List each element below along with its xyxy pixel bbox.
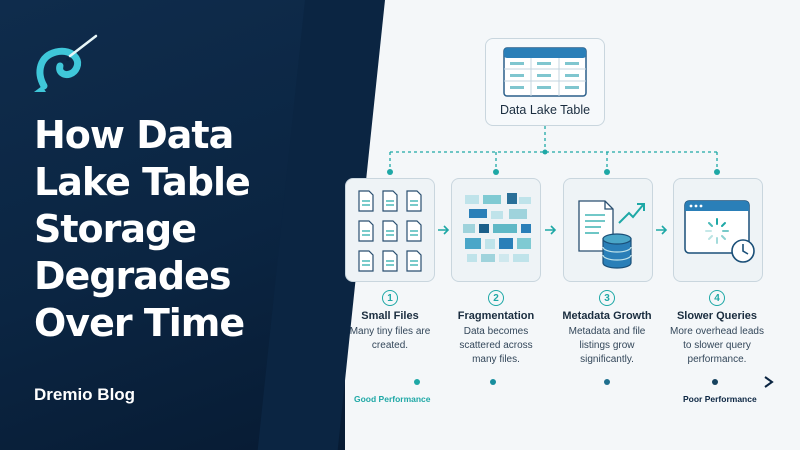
stage-desc-4: More overhead leads to slower query perf… bbox=[670, 326, 764, 365]
connector-lines bbox=[347, 126, 774, 388]
stage-number-2: 2 bbox=[488, 290, 504, 306]
stage-title-2: Fragmentation bbox=[457, 310, 535, 322]
slow-browser-icon bbox=[684, 200, 755, 263]
data-lake-table-card: Data Lake Table bbox=[485, 38, 605, 126]
stage-title-1: Small Files bbox=[361, 310, 419, 322]
poor-performance-label: Poor Performance bbox=[683, 394, 757, 404]
brand-label: Dremio Blog bbox=[34, 385, 136, 404]
stage-desc-3: Metadata and file listings grow signific… bbox=[568, 326, 646, 365]
stage-card-small-files bbox=[345, 178, 435, 282]
good-performance-label: Good Performance bbox=[354, 394, 431, 404]
stage-card-fragmentation bbox=[451, 178, 541, 282]
title-panel: How Data Lake Table Storage Degrades Ove… bbox=[0, 0, 345, 450]
arrow-3-icon bbox=[656, 225, 668, 235]
stage-number-3: 3 bbox=[599, 290, 615, 306]
diagram-area: Data Lake Table bbox=[345, 0, 800, 450]
narwhal-logo-icon bbox=[34, 34, 98, 92]
stage-card-metadata-growth bbox=[563, 178, 653, 282]
arrow-2-icon bbox=[545, 225, 557, 235]
metadata-database-icon bbox=[578, 200, 645, 269]
stage-number-1: 1 bbox=[382, 290, 398, 306]
top-card-label: Data Lake Table bbox=[499, 103, 591, 117]
stage-card-slower-queries bbox=[673, 178, 763, 282]
page-title: How Data Lake Table Storage Degrades Ove… bbox=[34, 113, 251, 345]
arrow-1-icon bbox=[438, 225, 450, 235]
stage-title-4: Slower Queries bbox=[676, 310, 758, 322]
files-grid-icon bbox=[358, 190, 422, 272]
stage-number-4: 4 bbox=[709, 290, 725, 306]
fragments-icon bbox=[463, 193, 531, 262]
stage-desc-1: Many tiny files are created. bbox=[349, 326, 431, 351]
table-icon bbox=[503, 47, 587, 97]
scale-arrowhead-icon bbox=[764, 376, 774, 388]
stage-title-3: Metadata Growth bbox=[562, 310, 652, 322]
stage-desc-2: Data becomes scattered across many files… bbox=[459, 326, 533, 365]
